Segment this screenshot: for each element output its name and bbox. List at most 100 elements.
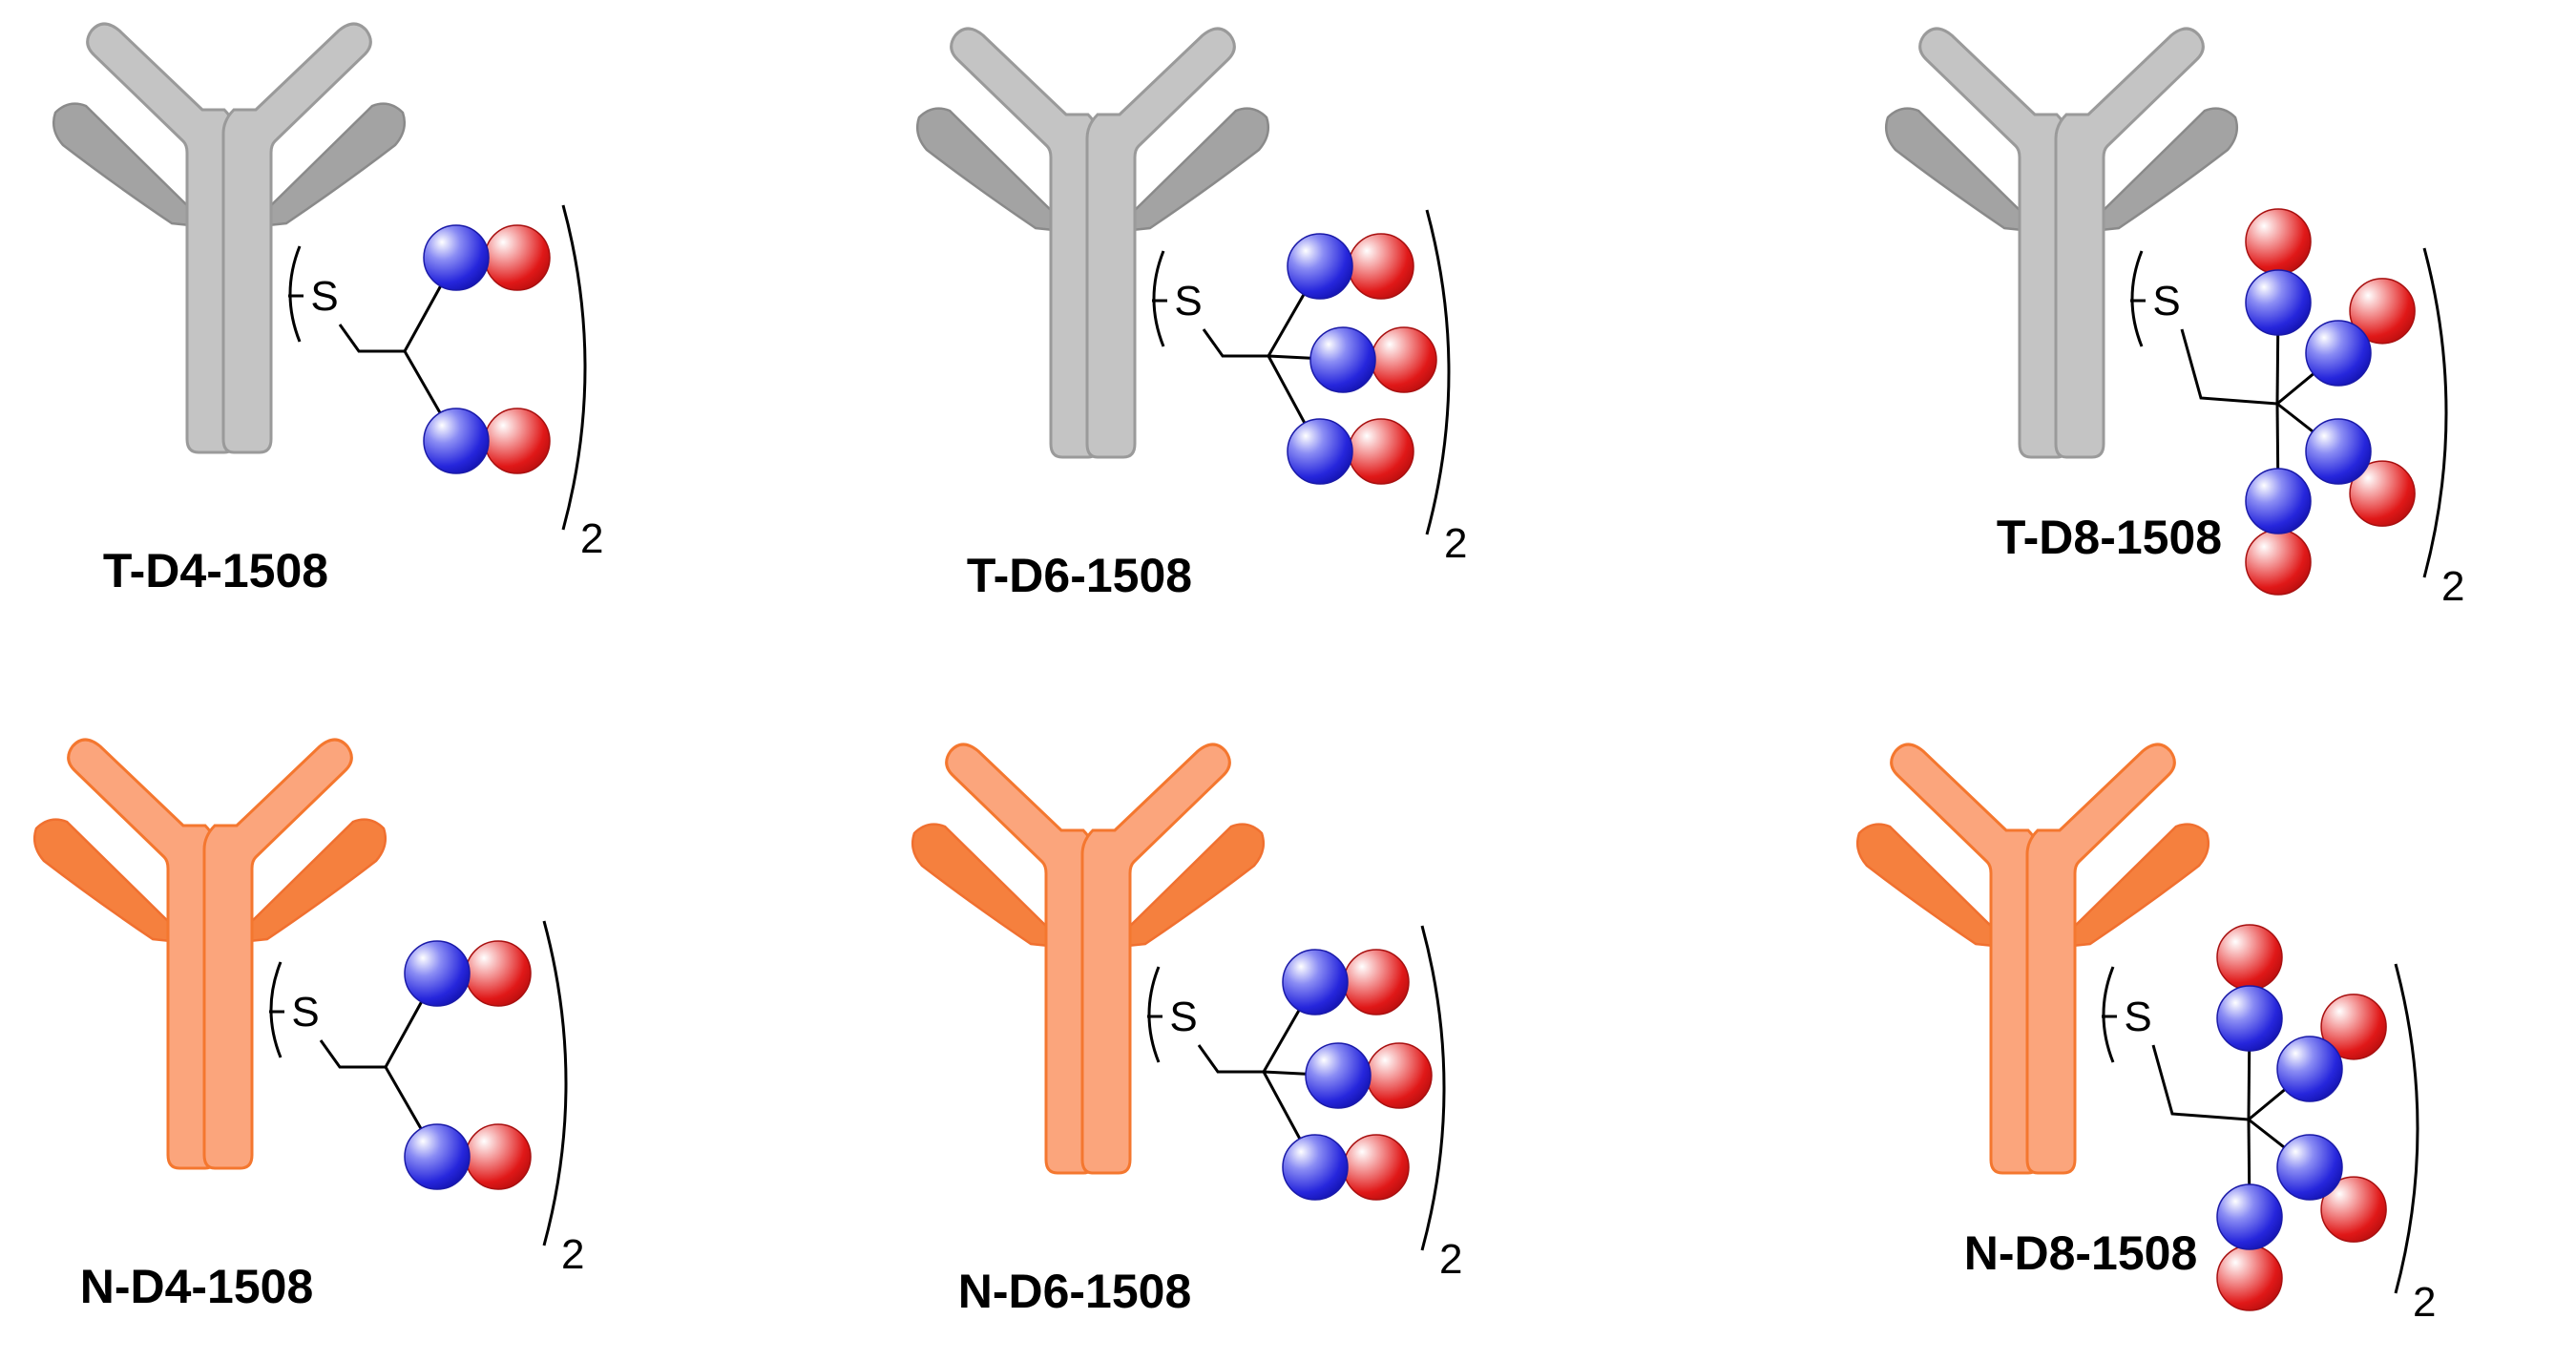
repeat-bracket	[2394, 963, 2419, 1294]
thioether-linker: S	[288, 245, 405, 353]
attachment-bracket	[2102, 966, 2115, 1063]
sulfur-atom: S	[2124, 994, 2151, 1040]
payload-bead-red-2	[2320, 1176, 2387, 1243]
payload-bead-red-2	[2349, 460, 2416, 527]
heavy-chain-left	[86, 22, 237, 454]
payload-group	[2245, 208, 2416, 596]
thioether-linker: S	[1152, 250, 1268, 358]
conjugate-n-d8: S2N-D8-1508	[1856, 743, 2436, 1326]
payload-bead-blue-1	[1309, 326, 1376, 393]
payload-bead-red-0	[1343, 949, 1410, 1016]
payload-bead-blue-2	[1287, 418, 1353, 485]
attachment-bracket	[1152, 250, 1165, 347]
linker-chain	[338, 324, 405, 353]
heavy-chain-left	[1890, 743, 2041, 1175]
heavy-chain-left	[67, 738, 218, 1170]
conjugate-n-d6: S 2N-D6-1508	[911, 743, 1462, 1318]
attachment-bracket	[2130, 250, 2144, 347]
payload-group	[384, 940, 532, 1190]
sulfur-atom: S	[2152, 278, 2180, 325]
attachment-bracket	[288, 245, 302, 343]
payload-bead-blue-2	[1282, 1134, 1349, 1201]
repeat-multiplier: 2	[1439, 1236, 1462, 1283]
payload-bead-red-2	[1348, 418, 1414, 485]
thioether-linker: S	[1147, 966, 1264, 1074]
antibody-t	[916, 27, 1269, 459]
repeat-multiplier: 2	[580, 515, 603, 562]
payload-bead-blue-1	[404, 1123, 471, 1190]
payload-bead-blue-1	[2305, 320, 2372, 387]
thioether-linker: S	[2130, 250, 2278, 406]
sulfur-atom: S	[1169, 994, 1197, 1040]
light-chain-right	[1122, 107, 1269, 232]
heavy-chain-left	[950, 27, 1100, 459]
payload-bead-red-1	[2349, 278, 2416, 345]
payload-bead-red-1	[1371, 326, 1437, 393]
payload-bead-blue-0	[2245, 269, 2312, 336]
payload-bead-blue-3	[2245, 468, 2312, 534]
conjugate-label: N-D6-1508	[958, 1265, 1192, 1318]
light-chain-right	[2063, 823, 2209, 948]
repeat-bracket	[1425, 209, 1451, 535]
heavy-chain-right	[221, 22, 372, 454]
sulfur-atom: S	[1174, 278, 1202, 325]
light-chain-right	[2091, 107, 2238, 232]
conjugate-label: T-D4-1508	[103, 544, 328, 597]
sulfur-atom: S	[310, 273, 338, 320]
light-chain-left	[1885, 107, 2032, 232]
linker-chain	[1197, 1044, 1264, 1074]
repeat-bracket	[561, 204, 587, 531]
payload-bead-red-1	[1366, 1042, 1433, 1109]
attachment-bracket	[1147, 966, 1161, 1063]
payload-group	[1262, 949, 1433, 1201]
payload-bead-red-0	[2216, 924, 2283, 991]
repeat-bracket	[1420, 925, 1446, 1251]
payload-bead-blue-0	[1282, 949, 1349, 1016]
payload-bead-red-0	[1348, 233, 1414, 300]
payload-bead-blue-2	[2305, 418, 2372, 485]
light-chain-right	[259, 102, 406, 227]
payload-bead-red-1	[2320, 994, 2387, 1060]
antibody-n	[911, 743, 1265, 1175]
light-chain-left	[911, 823, 1058, 948]
attachment-bracket	[269, 961, 283, 1058]
repeat-bracket	[2422, 247, 2448, 578]
payload-bead-blue-1	[1305, 1042, 1372, 1109]
conjugate-t-d8: S 2 T-D8-1508	[1885, 27, 2464, 610]
light-chain-right	[1118, 823, 1265, 948]
payload-bead-red-0	[2245, 208, 2312, 275]
repeat-multiplier: 2	[1444, 520, 1467, 567]
antibody-n	[33, 738, 387, 1170]
repeat-multiplier: 2	[2441, 563, 2464, 610]
light-chain-left	[52, 102, 199, 227]
conjugate-label: T-D8-1508	[1997, 511, 2222, 564]
payload-bead-blue-0	[404, 940, 471, 1007]
heavy-chain-right	[202, 738, 353, 1170]
payload-bead-blue-0	[1287, 233, 1353, 300]
light-chain-left	[33, 818, 180, 943]
payload-bead-red-3	[2245, 529, 2312, 596]
conjugate-t-d6: S 2T-D6-1508	[916, 27, 1467, 602]
light-chain-right	[240, 818, 387, 943]
payload-bead-red-0	[484, 224, 551, 291]
linker-chain	[1202, 328, 1268, 358]
linker-chain	[2180, 328, 2278, 406]
payload-bead-red-0	[465, 940, 532, 1007]
thioether-linker: S	[269, 961, 386, 1069]
heavy-chain-right	[2054, 27, 2205, 459]
conjugate-t-d4: S 2T-D4-1508	[52, 22, 603, 597]
thioether-linker: S	[2102, 966, 2250, 1121]
heavy-chain-right	[1085, 27, 1236, 459]
light-chain-left	[1856, 823, 2003, 948]
antibody-n	[1856, 743, 2209, 1175]
payload-bead-blue-2	[2276, 1134, 2343, 1201]
conjugate-label: T-D6-1508	[967, 549, 1192, 602]
payload-group	[1267, 233, 1437, 485]
conjugate-label: N-D4-1508	[80, 1260, 314, 1313]
payload-group	[403, 224, 551, 474]
payload-bead-blue-1	[2276, 1036, 2343, 1102]
linker-chain	[2151, 1044, 2250, 1121]
antibody-t	[1885, 27, 2238, 459]
payload-bead-red-1	[484, 408, 551, 474]
